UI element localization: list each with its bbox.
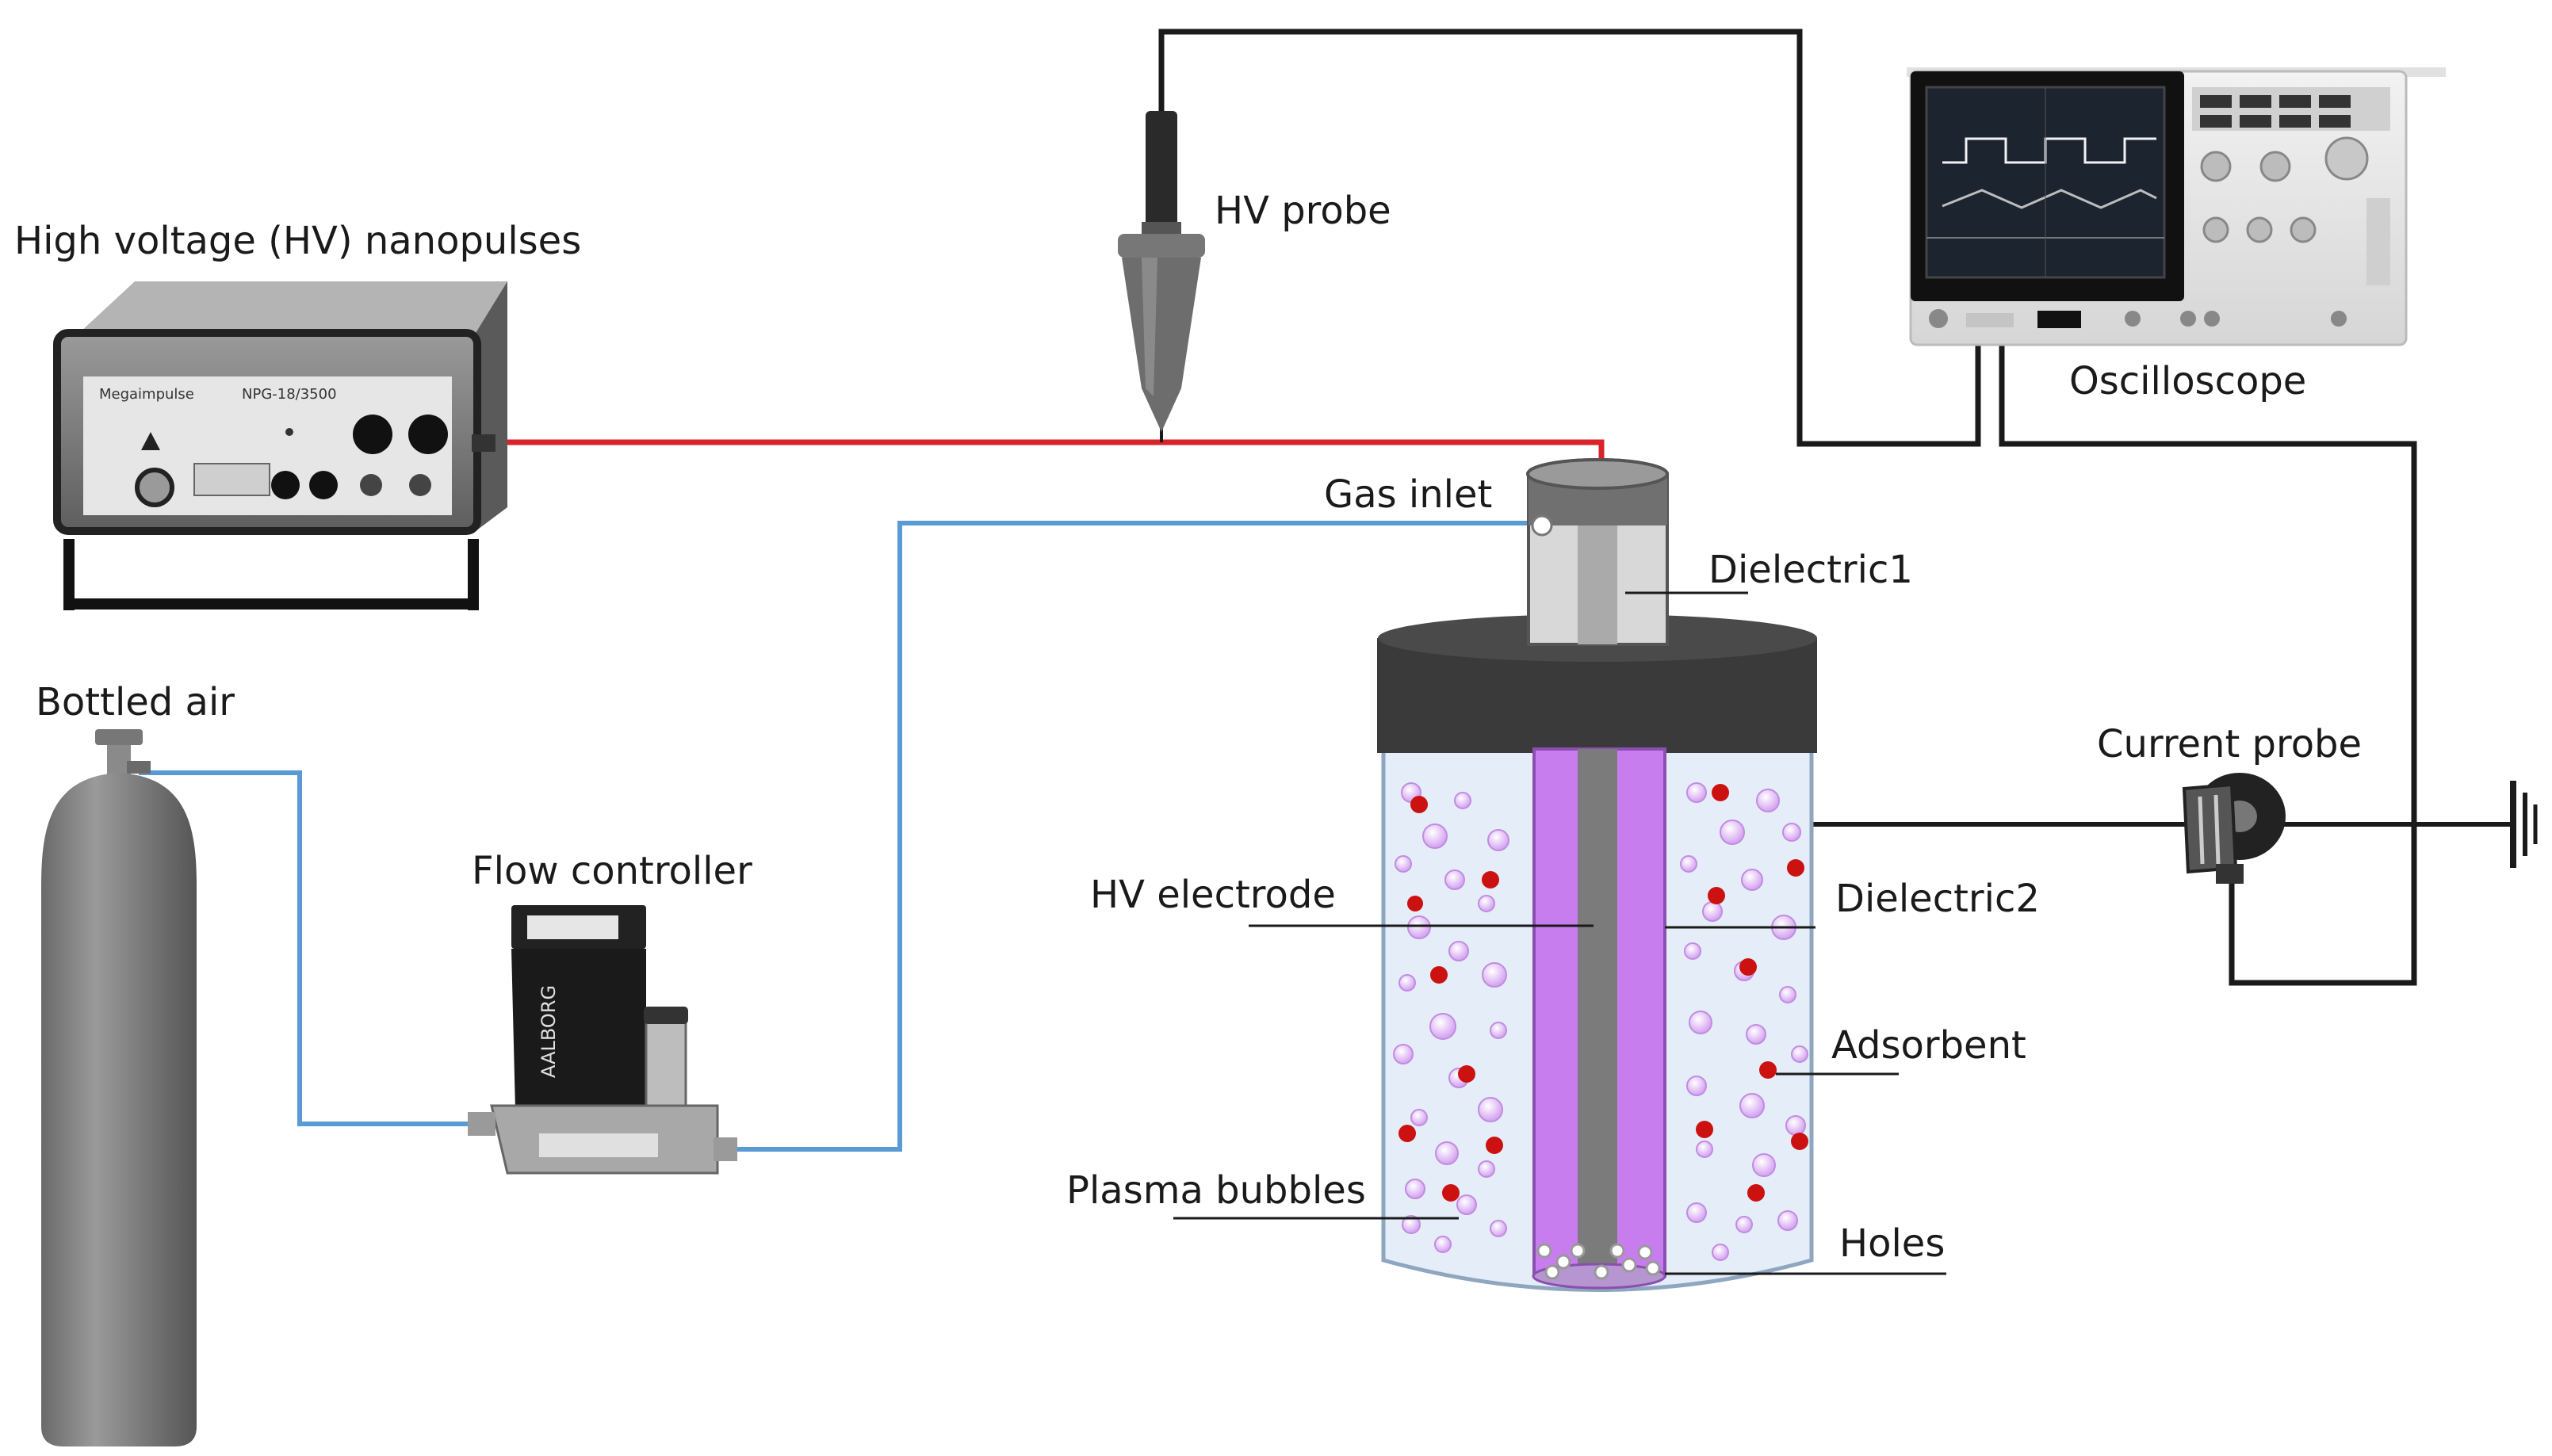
flow-controller-icon: AALBORG — [468, 905, 737, 1175]
hv-nanopulses-label: High voltage (HV) nanopulses — [14, 219, 581, 263]
plasma-reactor — [1377, 458, 1817, 1292]
current-probe-label: Current probe — [2097, 722, 2362, 766]
ground-icon — [2510, 781, 2538, 868]
oscilloscope-label: Oscilloscope — [2069, 359, 2306, 403]
oscilloscope-icon — [1907, 67, 2446, 346]
gas-cylinder-icon — [41, 729, 197, 1446]
holes-label: Holes — [1839, 1221, 1945, 1266]
pulser-brand-text: Megaimpulse — [99, 386, 194, 403]
hv-electrode-label: HV electrode — [1090, 873, 1336, 917]
pulser-model-text: NPG-18/3500 — [242, 386, 337, 403]
current-probe-cable — [1999, 325, 2417, 986]
hv-electrode — [1578, 749, 1617, 1272]
hv-probe-cable — [1158, 29, 1981, 447]
gas-line-reactor — [717, 521, 1542, 1152]
dielectric2-label: Dielectric2 — [1835, 877, 2040, 921]
bottled-air-label: Bottled air — [36, 680, 235, 724]
flow-brand-text: AALBORG — [538, 985, 560, 1078]
plasma-bubbles-label: Plasma bubbles — [1066, 1168, 1366, 1213]
flow-controller-label: Flow controller — [472, 849, 752, 893]
gas-inlet-label: Gas inlet — [1324, 472, 1492, 517]
holes — [1536, 1243, 1661, 1280]
dielectric1-label: Dielectric1 — [1708, 548, 1913, 592]
nanopulse-generator-icon: Megaimpulse NPG-18/3500 — [53, 281, 507, 610]
current-probe-icon — [2182, 773, 2286, 884]
plasma-bubbles — [1393, 782, 1808, 1261]
gas-line-cylinder — [139, 770, 492, 1126]
hv-probe-icon — [1118, 111, 1205, 432]
adsorbent-label: Adsorbent — [1831, 1023, 2026, 1068]
hv-probe-label: HV probe — [1215, 189, 1391, 233]
adsorbent-particles — [1398, 784, 1808, 1202]
